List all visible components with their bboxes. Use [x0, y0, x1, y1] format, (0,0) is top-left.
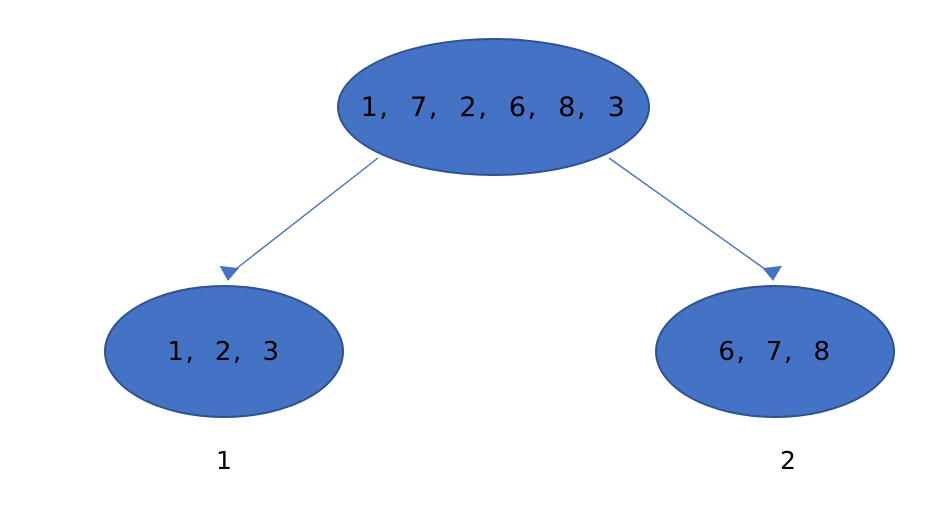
tree-node-right-child[interactable]: 6, 7, 8 [655, 285, 895, 418]
tree-node-root-label: 1, 7, 2, 6, 8, 3 [360, 91, 627, 123]
tree-node-root[interactable]: 1, 7, 2, 6, 8, 3 [337, 38, 650, 176]
tree-node-left-child-label: 1, 2, 3 [167, 336, 281, 367]
edge-label-root-to-left: 1 [216, 446, 232, 475]
edge-root-to-right-arrowhead [762, 265, 782, 281]
edge-label-root-to-right: 2 [780, 446, 796, 475]
edge-root-to-right-line [608, 157, 770, 273]
edge-root-to-left-line [231, 157, 379, 273]
edge-root-to-left-arrowhead [219, 265, 240, 281]
tree-node-right-child-label: 6, 7, 8 [718, 336, 832, 367]
tree-node-left-child[interactable]: 1, 2, 3 [104, 285, 344, 418]
